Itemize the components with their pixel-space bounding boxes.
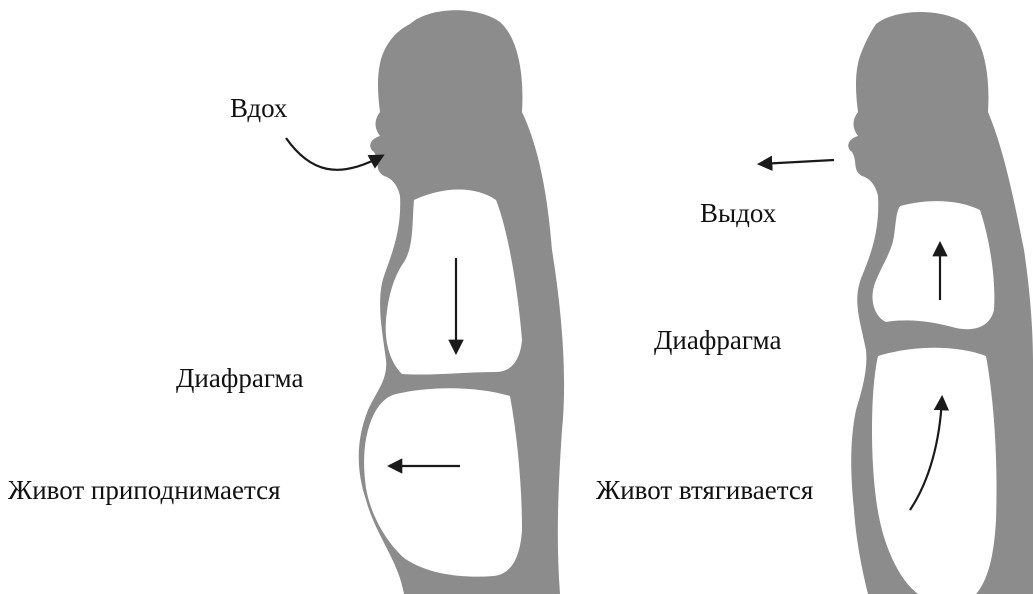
inhale-belly-label: Живот приподнимается [8, 475, 281, 505]
exhale-breath-label: Выдох [700, 198, 777, 228]
inhale-breath-label: Вдох [230, 93, 288, 123]
inhale-breath-arrow [286, 138, 382, 170]
exhale-diaphragm-label: Диафрагма [654, 325, 781, 355]
inhale-diaphragm-label: Диафрагма [176, 363, 303, 393]
exhale-breath-arrow [760, 160, 834, 164]
exhale-belly-label: Живот втягивается [596, 475, 813, 505]
inhale-figure [286, 10, 564, 594]
exhale-figure [760, 12, 1033, 594]
